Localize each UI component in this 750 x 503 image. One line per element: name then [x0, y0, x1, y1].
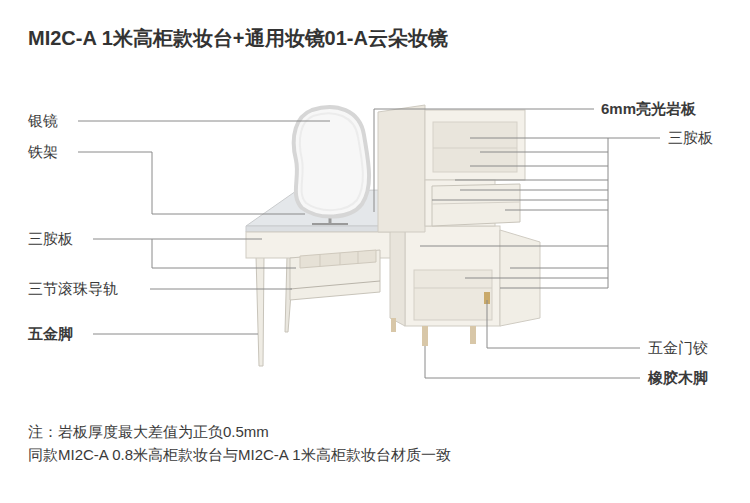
leader-line	[78, 152, 305, 214]
divider	[320, 254, 321, 267]
leader-line	[425, 346, 640, 378]
leader-line	[500, 288, 608, 289]
wood-foot	[470, 326, 476, 344]
part-label: 三胺板	[28, 230, 73, 248]
leader-line	[93, 334, 258, 335]
cabinet-side	[390, 226, 405, 326]
drawer	[290, 250, 380, 300]
leader-line	[460, 190, 608, 191]
leader-line	[420, 246, 608, 247]
shelf-inner	[433, 122, 517, 172]
leader-line	[505, 210, 608, 211]
leader-line	[93, 239, 262, 240]
leader-line	[78, 121, 330, 122]
note-text: 注：岩板厚度最大差值为正负0.5mm	[28, 423, 269, 441]
shelf	[414, 288, 492, 289]
wood-foot	[422, 326, 428, 346]
leader-line	[150, 289, 292, 290]
leader-line	[432, 200, 608, 201]
leader-line	[487, 300, 640, 348]
part-label: 银镜	[28, 112, 58, 130]
drawer-tray	[300, 250, 376, 268]
wood-foot	[391, 318, 396, 332]
leader-line	[152, 239, 296, 268]
ball-rail	[290, 281, 380, 289]
leader-line	[470, 166, 608, 167]
leader-line	[510, 268, 608, 269]
part-label: 五金脚	[28, 325, 73, 343]
leader-line	[455, 180, 608, 181]
open-shelf	[425, 110, 525, 180]
desk-leg	[256, 256, 264, 366]
divider	[358, 251, 359, 264]
drawer-line	[432, 202, 520, 204]
leader-line	[465, 278, 608, 279]
diagram-title: MI2C-A 1米高柜款妆台+通用妆镜01-A云朵妆镜	[28, 26, 448, 50]
part-label: 铁架	[28, 143, 58, 161]
cabinet-side-upper	[378, 105, 425, 232]
leader-line	[608, 138, 660, 288]
part-label: 三节滚珠导轨	[28, 280, 118, 298]
part-label: 五金门铰	[648, 339, 708, 357]
cabinet-body	[405, 226, 500, 326]
leader-line	[374, 109, 594, 212]
divider	[340, 253, 341, 265]
part-label: 三胺板	[668, 129, 713, 147]
part-label: 橡胶木脚	[648, 369, 708, 387]
iron-stand-base	[312, 223, 348, 225]
shelf	[433, 148, 517, 149]
leader-lines	[78, 109, 660, 378]
part-label: 6mm亮光岩板	[601, 100, 696, 118]
note-text: 同款MI2C-A 0.8米高柜款妆台与MI2C-A 1米高柜款妆台材质一致	[28, 446, 451, 464]
leader-line	[480, 152, 608, 153]
mirror-led	[300, 113, 363, 210]
leader-line	[470, 138, 608, 139]
mirror	[294, 107, 369, 217]
